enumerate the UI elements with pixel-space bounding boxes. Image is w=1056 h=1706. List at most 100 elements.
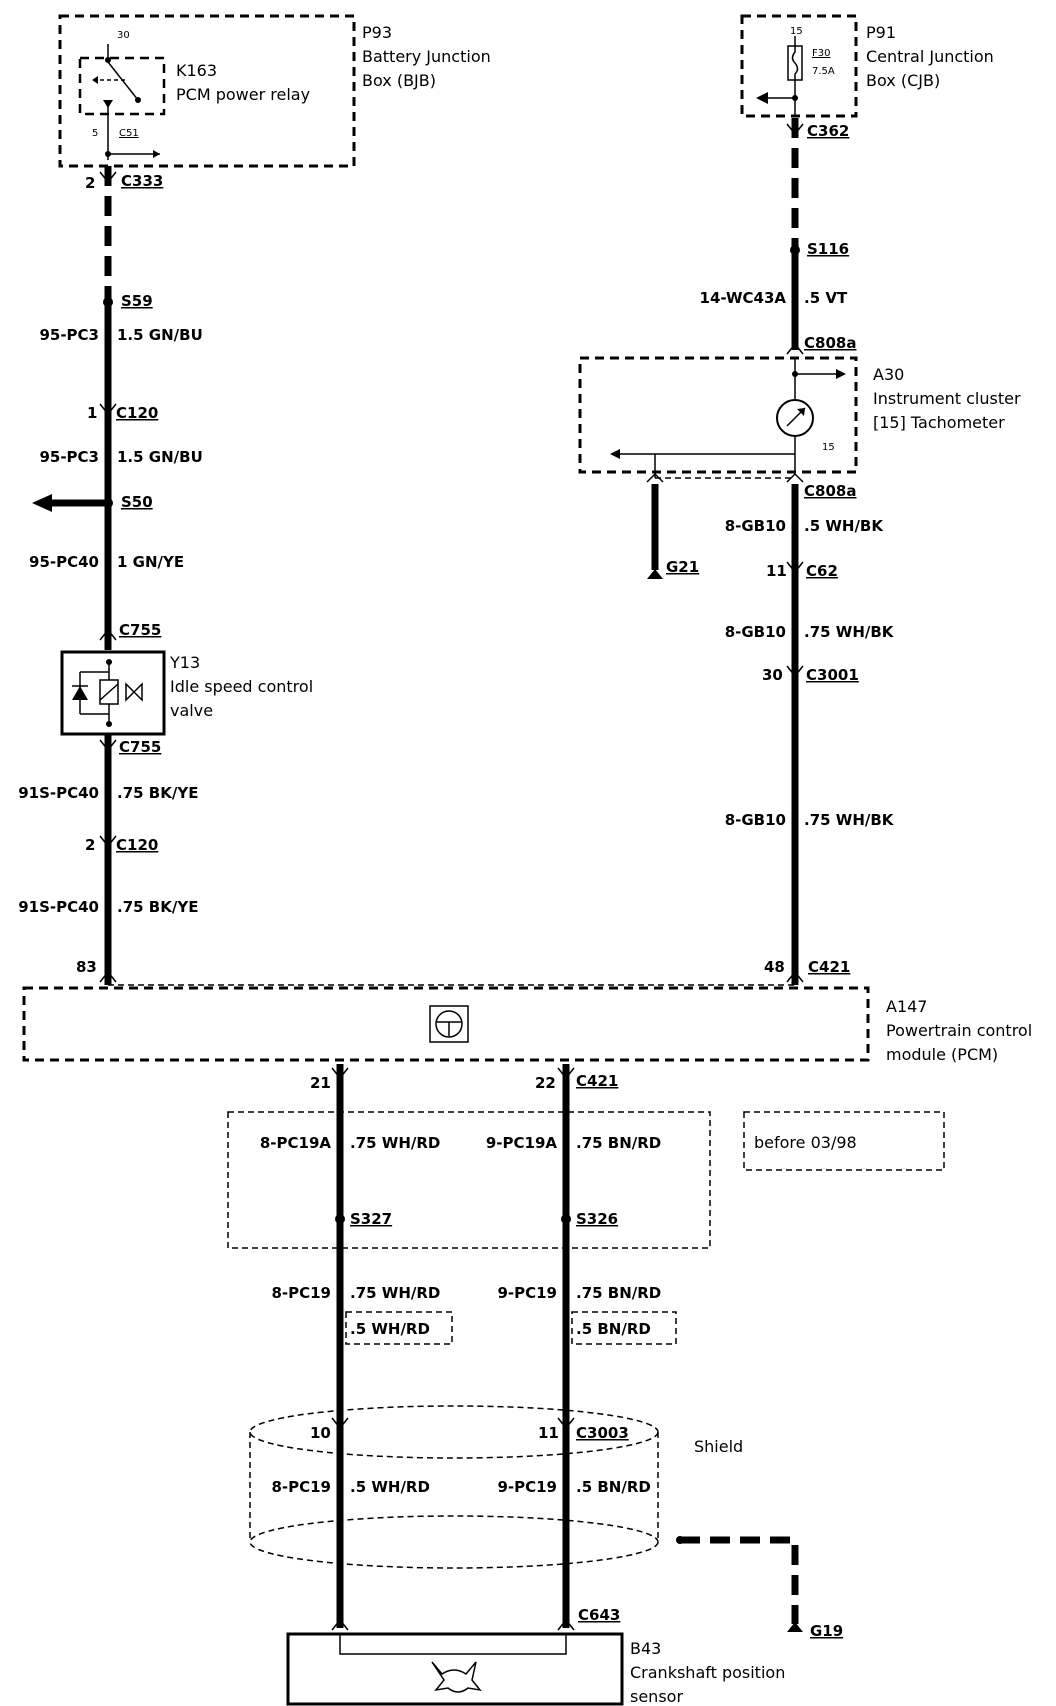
c643-label: C643 [578, 1606, 620, 1624]
wire-r3-spec: .75 WH/BK [804, 623, 895, 641]
relay-node [105, 57, 111, 63]
c120a-pin: 1 [87, 404, 97, 422]
c3001-chevron-icon [786, 665, 804, 678]
wire-b5-spec: .5 WH/RD [350, 1478, 430, 1496]
a147-id: A147 [886, 997, 927, 1016]
fuse-id: F30 [812, 48, 830, 59]
c808a-bottom-chevron-icon [786, 472, 804, 483]
a30-label-1: Instrument cluster [873, 389, 1021, 408]
s59-label: S59 [121, 292, 153, 310]
b43-label-2: sensor [630, 1687, 683, 1706]
c755a-chevron-icon [99, 628, 117, 641]
y13-id: Y13 [169, 653, 200, 672]
c421-top-label: C421 [808, 958, 850, 976]
wire-b6-spec: .5 BN/RD [576, 1478, 651, 1496]
wire-l2-code: 95-PC3 [39, 448, 99, 466]
y13-label-1: Idle speed control [170, 677, 313, 696]
wire-l5-code: 91S-PC40 [18, 898, 99, 916]
a30-ground-arrow-icon [610, 449, 620, 459]
relay-contact [135, 97, 141, 103]
p91-id: P91 [866, 23, 896, 42]
diode-icon [72, 686, 88, 700]
y13-node-bottom [106, 721, 112, 727]
wire-b4-alt: .5 BN/RD [576, 1320, 651, 1338]
wire-b6-code: 9-PC19 [497, 1478, 557, 1496]
pcm-left-pin: 83 [76, 958, 97, 976]
c3003-pin-11: 11 [538, 1424, 559, 1442]
c62-pin: 11 [766, 562, 787, 580]
wire-b3-spec: .75 WH/RD [350, 1284, 440, 1302]
c643-pin-l-chevron-icon [331, 1618, 349, 1631]
b43-label-1: Crankshaft position [630, 1663, 785, 1682]
c362-chevron-icon [786, 123, 804, 136]
pre-0398-variant-box [227, 1111, 711, 1249]
wire-b1-code: 8-PC19A [260, 1134, 332, 1152]
b43-internal-loop [339, 1634, 567, 1655]
wire-l2-spec: 1.5 GN/BU [117, 448, 203, 466]
s327-splice [335, 1214, 345, 1224]
c362-label: C362 [807, 122, 849, 140]
a147-label-2: module (PCM) [886, 1045, 998, 1064]
c62-label: C62 [806, 562, 838, 580]
k163-id: K163 [176, 61, 217, 80]
c755a-label: C755 [119, 621, 161, 639]
wire-l3-spec: 1 GN/YE [117, 553, 184, 571]
c333-chevron-icon [99, 171, 117, 184]
c3003-pin11-chevron-icon [557, 1417, 575, 1430]
c3001-pin: 30 [762, 666, 783, 684]
fuse-element [791, 46, 799, 80]
s50-label: S50 [121, 493, 153, 511]
a147-pcm-module [22, 986, 870, 1062]
c421-top-pin: 48 [764, 958, 785, 976]
y13-node-top [106, 659, 112, 665]
g21-label: G21 [666, 558, 699, 576]
s326-label: S326 [576, 1210, 618, 1228]
relay-output-arrow-icon [103, 100, 113, 108]
wire-r4-spec: .75 WH/BK [804, 811, 895, 829]
p91-central-junction-box [740, 14, 858, 118]
wire-l3-code: 95-PC40 [29, 553, 99, 571]
c120a-label: C120 [116, 404, 158, 422]
wire-l1-spec: 1.5 GN/BU [117, 326, 203, 344]
g21-ground-icon [647, 569, 663, 579]
b3-alt-box [345, 1311, 453, 1345]
wire-b4-spec: .75 BN/RD [576, 1284, 661, 1302]
p93-id: P93 [362, 23, 392, 42]
wire-b3-code: 8-PC19 [271, 1284, 331, 1302]
b4-alt-box [571, 1311, 677, 1345]
k163-label: PCM power relay [176, 85, 310, 104]
s326-splice [561, 1214, 571, 1224]
valve-icon [125, 682, 143, 702]
c421-pin22-chevron-icon [557, 1067, 575, 1080]
relay-arrow-icon [92, 76, 98, 84]
c643-pin-r-chevron-icon [557, 1618, 575, 1631]
crankshaft-sensor-icon [431, 1661, 482, 1693]
c51-label: C51 [119, 128, 139, 139]
c3003-pin-10: 10 [310, 1424, 331, 1442]
c808a-bottom-label: C808a [804, 482, 856, 500]
wire-r2-spec: .5 WH/BK [804, 517, 884, 535]
wire-b2-code: 9-PC19A [486, 1134, 558, 1152]
b43-id: B43 [630, 1639, 661, 1658]
g19-label: G19 [810, 1622, 843, 1640]
c62-chevron-icon [786, 561, 804, 574]
p91-label-1: Central Junction [866, 47, 994, 66]
a147-label-1: Powertrain control [886, 1021, 1032, 1040]
p93-label-1: Battery Junction [362, 47, 491, 66]
c120a-chevron-icon [99, 403, 117, 416]
c421-pin-21: 21 [310, 1074, 331, 1092]
tachometer-needle-head [797, 408, 805, 416]
before-0398-note-box [743, 1111, 945, 1171]
wire-b5-code: 8-PC19 [271, 1478, 331, 1496]
c421-pin-22: 22 [535, 1074, 556, 1092]
g19-ground-icon [787, 1622, 803, 1632]
b43-crankshaft-sensor [286, 1632, 624, 1706]
a30-id: A30 [873, 365, 904, 384]
c51-arrow-icon [153, 150, 160, 158]
g21-chevron-icon [646, 472, 664, 483]
c120b-label: C120 [116, 836, 158, 854]
wire-shield-drain [680, 1536, 799, 1624]
wire-r2-code: 8-GB10 [725, 517, 786, 535]
wire-r1-spec: .5 VT [804, 289, 848, 307]
